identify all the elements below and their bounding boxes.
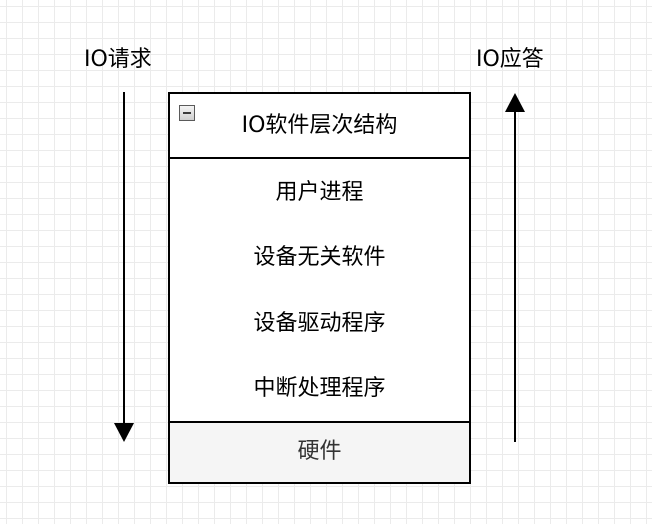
layer-interrupt-handler: 中断处理程序 <box>253 376 386 401</box>
stack-title: IO软件层次结构 <box>241 113 398 138</box>
io-response-label: IO应答 <box>476 47 544 72</box>
arrow-up-icon <box>505 93 525 442</box>
arrow-down-icon <box>114 92 134 442</box>
io-request-label: IO请求 <box>84 47 152 72</box>
minus-square-icon[interactable] <box>179 105 195 121</box>
stack-header: IO软件层次结构 <box>170 94 469 159</box>
layer-device-driver: 设备驱动程序 <box>253 311 386 336</box>
layer-user-process: 用户进程 <box>275 180 364 205</box>
layer-device-independent-software: 设备无关软件 <box>253 245 386 270</box>
hardware-box: 硬件 <box>170 421 469 482</box>
hardware-label: 硬件 <box>297 439 342 464</box>
io-software-stack: IO软件层次结构 用户进程 设备无关软件 设备驱动程序 中断处理程序 硬件 <box>168 92 471 484</box>
